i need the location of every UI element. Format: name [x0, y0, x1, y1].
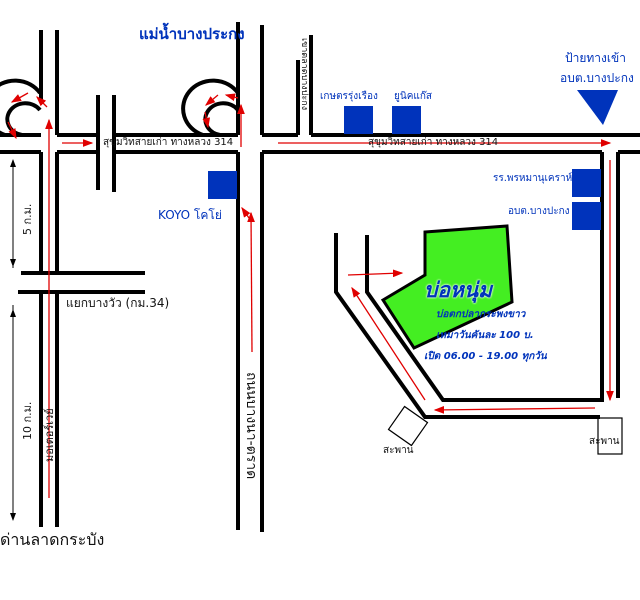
bridge-right: [597, 417, 623, 455]
landmark-markers: [208, 90, 618, 230]
river-title: แม่น้ำบางประกง: [139, 25, 245, 43]
route-arrows: [7, 92, 614, 498]
entrance-label-1: ป้ายทางเข้า: [565, 51, 626, 65]
diagonal-road: [334, 233, 600, 419]
bang-wua-label: แยกบางวัว (กม.34): [66, 296, 170, 310]
bridge-right-label: สะพาน: [589, 436, 620, 447]
kaset-label: เกษตรรุ่งเรือง: [320, 91, 378, 102]
roads: [0, 22, 640, 532]
bang-wua-road: [18, 271, 145, 294]
unique-gas-marker: [392, 106, 421, 134]
school-label: รร.พรหมานุเคราห์: [493, 173, 573, 184]
khao-talat-road: [296, 35, 313, 135]
sukhumvit-road: [0, 133, 640, 154]
bridge-left-label: สะพาน: [383, 445, 414, 456]
distance-upper-label: 5 ก.ม.: [21, 203, 34, 235]
obt-marker: [572, 202, 601, 230]
motorway-label: มอเตอร์เวย์: [43, 408, 56, 462]
obt-label: อบต.บางปะกง: [508, 206, 570, 217]
bangna-trat-label: ถนนบางนา-ตราด: [243, 372, 259, 480]
entrance-triangle-icon: [577, 90, 618, 125]
koyo-label: KOYO โคโย่: [158, 208, 222, 222]
right-road: [365, 152, 620, 402]
kaset-marker: [344, 106, 373, 134]
distance-lower-label: 10 ก.ม.: [21, 401, 34, 440]
destination-desc: บ่อตกปลากระพงขาว: [436, 309, 526, 320]
side-road: [96, 95, 116, 192]
unique-gas-label: ยูนิคแก๊ส: [394, 91, 432, 102]
bridge-left: [387, 405, 429, 447]
uturn-loop-left: [0, 78, 42, 137]
motorway-road: [39, 30, 59, 527]
pond-area: [380, 224, 514, 350]
bangna-trat-road: [236, 22, 264, 532]
destination-name: บ่อหนุ่ม: [424, 278, 492, 302]
sukhumvit-label-left: สุขุมวิทสายเก่า ทางหลวง 314: [103, 137, 234, 148]
school-marker: [572, 169, 601, 197]
lat-krabang-label: ด่านลาดกระบัง: [0, 530, 105, 549]
sukhumvit-label-right: สุขุมวิทสายเก่า ทางหลวง 314: [368, 137, 499, 148]
destination-price: เหมาวันคันละ 100 บ.: [436, 330, 534, 341]
entrance-label-2: อบต.บางปะกง: [560, 71, 634, 85]
uturn-loop-center: [181, 78, 240, 137]
khao-talat-label: เขาตลาดบางปะกง: [299, 38, 309, 111]
koyo-marker: [208, 171, 237, 199]
destination-hours: เปิด 06.00 - 19.00 ทุกวัน: [424, 351, 547, 362]
